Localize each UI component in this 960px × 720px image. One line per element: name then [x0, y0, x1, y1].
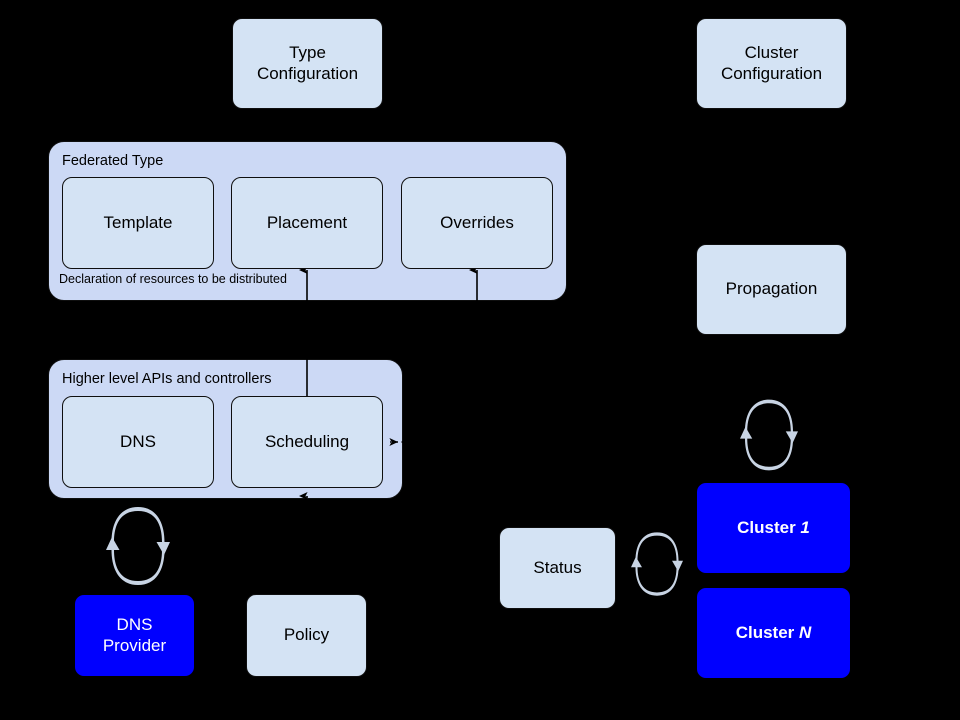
node-dns[interactable]: DNS — [62, 396, 214, 488]
node-policy-label: Policy — [283, 625, 330, 645]
sync-cycle-icon-propagation — [740, 394, 798, 476]
node-cluster-1-prefix: Cluster — [737, 517, 801, 537]
node-cluster-n-suffix: N — [799, 622, 812, 642]
node-propagation-label: Propagation — [725, 279, 818, 299]
node-type-configuration[interactable]: Type Configuration — [232, 18, 383, 109]
node-dns-provider[interactable]: DNS Provider — [74, 594, 195, 677]
node-template-label: Template — [103, 213, 173, 232]
sync-cycle-icon-status — [631, 528, 683, 600]
node-policy[interactable]: Policy — [246, 594, 367, 677]
node-status[interactable]: Status — [499, 527, 616, 609]
node-template[interactable]: Template — [62, 177, 214, 269]
node-cluster-1[interactable]: Cluster 1 — [696, 482, 851, 574]
node-dns-label: DNS — [120, 432, 156, 451]
group-federated-type-footnote: Declaration of resources to be distribut… — [59, 272, 287, 286]
node-cluster-configuration-line2: Configuration — [720, 63, 823, 83]
sync-cycle-icon-dns — [106, 505, 170, 587]
node-scheduling-label: Scheduling — [264, 432, 350, 451]
node-propagation[interactable]: Propagation — [696, 244, 847, 335]
node-cluster-n-prefix: Cluster — [735, 622, 799, 642]
node-overrides-label: Overrides — [440, 213, 514, 232]
node-placement-label: Placement — [266, 213, 348, 232]
node-cluster-configuration[interactable]: Cluster Configuration — [696, 18, 847, 109]
node-type-configuration-line2: Configuration — [256, 63, 359, 83]
group-higher-level-apis-label: Higher level APIs and controllers — [62, 371, 272, 387]
node-dns-provider-line2: Provider — [102, 635, 167, 655]
node-cluster-n[interactable]: Cluster N — [696, 587, 851, 679]
node-cluster-1-suffix: 1 — [800, 517, 810, 537]
node-cluster-configuration-line1: Cluster — [744, 42, 799, 62]
node-status-label: Status — [533, 557, 582, 577]
node-placement[interactable]: Placement — [231, 177, 383, 269]
node-overrides[interactable]: Overrides — [401, 177, 553, 269]
group-federated-type-label: Federated Type — [62, 153, 164, 169]
node-type-configuration-line1: Type — [289, 42, 326, 62]
node-dns-provider-line1: DNS — [116, 614, 153, 634]
node-scheduling[interactable]: Scheduling — [231, 396, 383, 488]
